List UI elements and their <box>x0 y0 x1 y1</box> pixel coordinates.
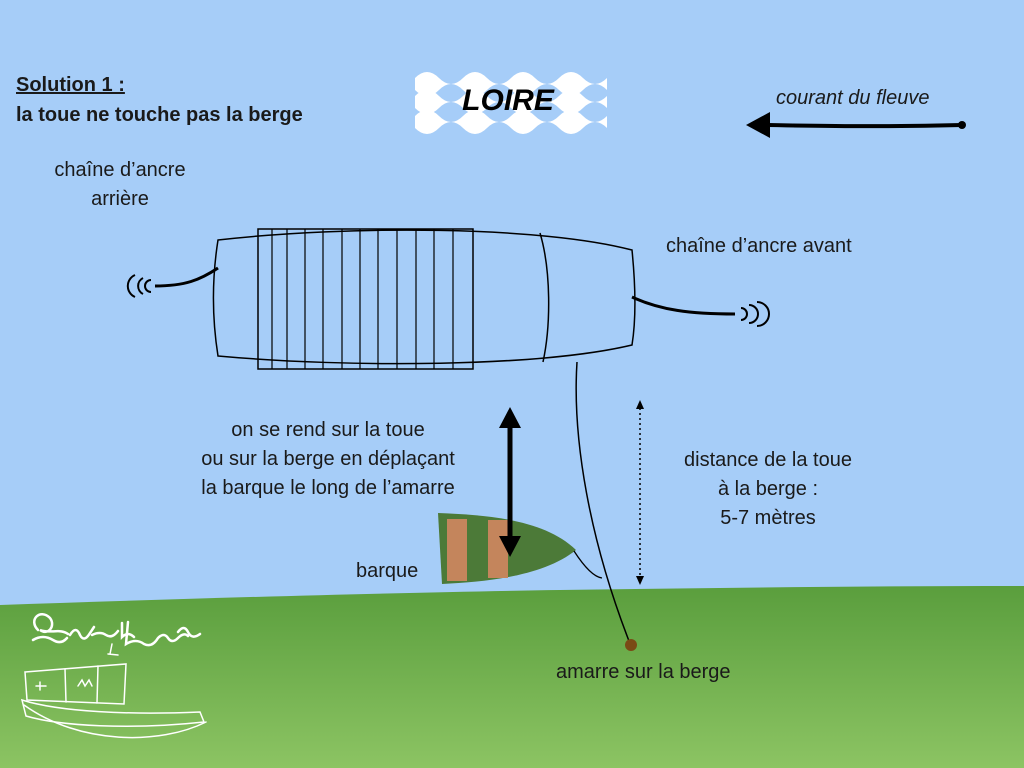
access-label-line-1: on se rend sur la toue <box>231 419 425 441</box>
barque-label: barque <box>356 560 419 582</box>
rear-chain-label-line-2: arrière <box>91 188 149 210</box>
distance-dotted-arrow <box>636 400 644 585</box>
front-chain-label: chaîne d’ancre avant <box>666 235 852 257</box>
toue-boat <box>212 228 636 370</box>
autre-loire-logo <box>31 613 202 647</box>
access-double-arrow <box>499 407 521 557</box>
current-label: courant du fleuve <box>776 87 930 109</box>
distance-label-line-3: 5-7 mètres <box>720 507 816 529</box>
distance-label-line-2: à la berge : <box>717 478 819 500</box>
waves-icon <box>415 72 607 134</box>
distance-label-line-1: distance de la toue <box>684 449 852 471</box>
page-title: Solution 1 : la toue ne touche pas la be… <box>16 70 303 130</box>
title-line-2: la toue ne touche pas la berge <box>16 104 303 126</box>
front-anchor-chain <box>631 295 770 327</box>
rear-chain-label-line-1: chaîne d’ancre <box>54 159 186 181</box>
mooring-label: amarre sur la berge <box>556 661 731 683</box>
loire-logo-text: LOIRE <box>462 84 554 117</box>
access-label-line-2: ou sur la berge en déplaçant <box>201 448 455 470</box>
mooring-post <box>625 639 637 651</box>
toue-sketch-logo <box>20 643 207 739</box>
mooring-rope <box>575 361 630 642</box>
riverbank-grass <box>0 586 1024 768</box>
access-label: on se rend sur la toue ou sur la berge e… <box>168 416 488 503</box>
rear-chain-label: chaîne d’ancre arrière <box>30 156 210 214</box>
rear-anchor-chain <box>126 266 219 298</box>
current-arrow <box>746 112 966 138</box>
access-label-line-3: la barque le long de l’amarre <box>201 477 455 499</box>
distance-label: distance de la toue à la berge : 5-7 mèt… <box>658 446 878 533</box>
title-line-1: Solution 1 : <box>16 74 125 96</box>
